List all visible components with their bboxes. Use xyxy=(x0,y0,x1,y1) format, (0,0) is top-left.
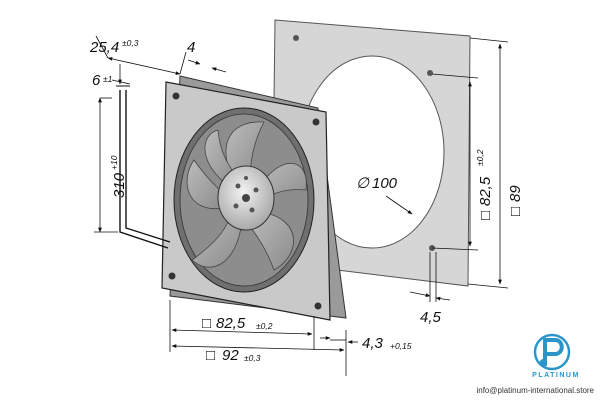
side-outer-size-value: 89 xyxy=(507,185,524,202)
mount-depth-value: 4,3 xyxy=(362,335,384,352)
front-outer-size-symbol: □ xyxy=(206,347,215,364)
fan-hub xyxy=(217,165,275,231)
side-hole-spacing-symbol: □ xyxy=(477,211,494,220)
depth-value: 25,4 xyxy=(89,39,119,56)
flange-value: 4 xyxy=(187,39,195,56)
hole-diameter-value: 4,5 xyxy=(420,309,442,326)
front-outer-size-tolerance: ±0,3 xyxy=(244,353,261,363)
cable-offset-value: 6 xyxy=(92,72,101,89)
dimension-lines xyxy=(94,35,509,376)
cable-length-value: 310 xyxy=(111,172,128,198)
opening-diameter-symbol: ∅ xyxy=(356,175,370,192)
cable-offset-tolerance: ±1 xyxy=(103,74,113,84)
depth-tolerance: ±0,3 xyxy=(122,38,139,48)
dimension-labels: 25,4 ±0,3 4 6 ±1 310 +10 □ 82,5 ±0,2 □ 9… xyxy=(89,38,524,364)
side-hole-spacing-value: 82,5 xyxy=(477,176,494,206)
fan-cable xyxy=(116,85,171,249)
front-hole-spacing-tolerance: ±0,2 xyxy=(256,321,273,331)
platinum-logo-icon xyxy=(533,333,571,371)
side-outer-size-symbol: □ xyxy=(507,207,524,216)
front-hole-spacing-value: 82,5 xyxy=(216,315,246,332)
brand-name: PLATINUM xyxy=(532,372,580,379)
front-hole-spacing-symbol: □ xyxy=(202,315,211,332)
mount-depth-tolerance: +0,15 xyxy=(390,341,412,351)
side-hole-spacing-tolerance: ±0,2 xyxy=(475,149,485,166)
brand-url[interactable]: info@platinum-international.store xyxy=(476,386,594,395)
cable-length-tolerance: +10 xyxy=(109,155,119,170)
front-outer-size-value: 92 xyxy=(222,347,239,364)
opening-diameter-value: 100 xyxy=(372,175,398,192)
